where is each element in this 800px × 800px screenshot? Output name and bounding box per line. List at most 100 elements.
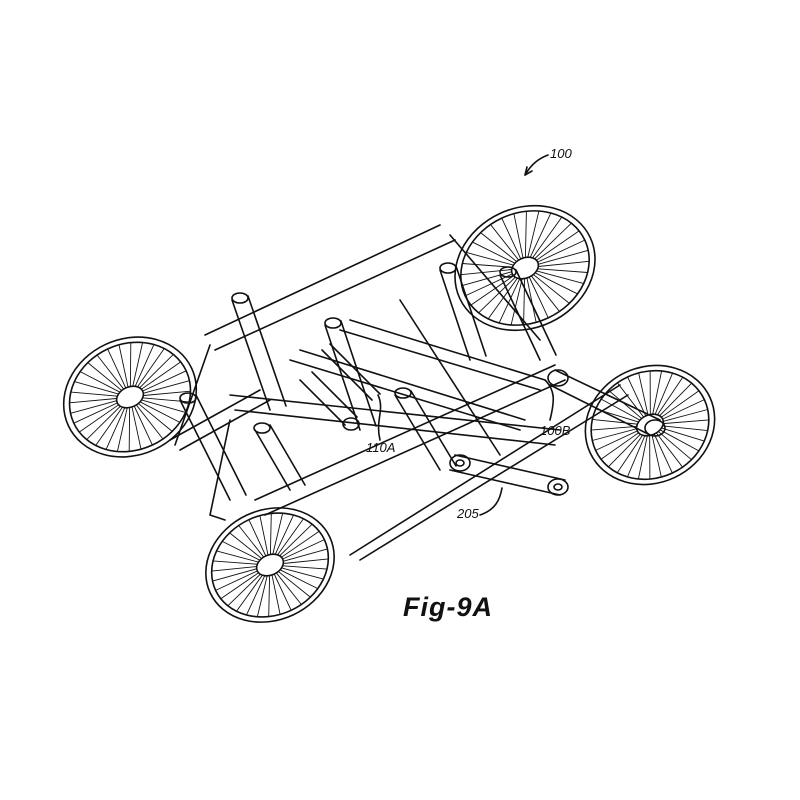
wheel-spoke — [461, 270, 516, 287]
wheel-spoke — [533, 269, 585, 284]
wheel-spoke — [471, 241, 518, 265]
wheel-spoke — [73, 400, 122, 424]
wheel-spoke — [464, 271, 517, 297]
wheel-spoke — [137, 361, 182, 392]
wheel-spoke — [79, 371, 123, 394]
wheel-spoke — [272, 571, 292, 611]
wheel-spoke — [276, 523, 313, 559]
wheel-spoke — [595, 428, 642, 451]
wheel-spoke — [478, 274, 519, 314]
wheel-spoke — [501, 217, 523, 262]
wheel-spoke — [590, 425, 641, 431]
wheel-spoke — [651, 432, 662, 478]
wheel-spoke — [627, 376, 648, 419]
wheel-spoke — [533, 239, 586, 265]
wheels — [62, 204, 716, 623]
label-100b: 100B — [540, 423, 571, 438]
wheel-spoke — [659, 409, 709, 423]
wheel-spoke — [139, 380, 190, 395]
wheel-spoke — [652, 431, 673, 474]
wheel-spoke — [134, 402, 164, 440]
wheel-spoke — [137, 400, 181, 423]
wheel-spoke — [277, 530, 320, 560]
wheel-spoke — [278, 539, 325, 562]
wheel-spoke — [470, 273, 518, 306]
wheel-spoke — [70, 391, 122, 397]
wheel-spoke — [269, 512, 272, 558]
wheel-spoke — [131, 404, 142, 450]
wheel-spoke — [256, 572, 269, 618]
wheel-spoke — [275, 518, 304, 558]
wheel-spoke — [212, 567, 261, 582]
wheel-spoke — [534, 249, 589, 266]
label-110a: 110A — [366, 440, 396, 455]
wheel-spoke — [638, 372, 649, 418]
frame — [169, 154, 666, 561]
wheel-spoke — [271, 572, 281, 615]
wheel-spoke — [534, 260, 590, 268]
wheel-spoke — [658, 425, 709, 432]
wheel-spoke — [236, 572, 265, 612]
wheel-spoke — [268, 572, 271, 618]
wheel-spoke — [86, 403, 124, 441]
wheel-spoke — [276, 569, 311, 598]
wheel — [62, 336, 198, 458]
wheel-spoke — [87, 362, 124, 393]
wheel-spoke — [138, 398, 187, 413]
wheel-spoke — [105, 404, 127, 450]
wheel-spoke — [215, 568, 262, 591]
wheel-spoke — [532, 271, 579, 295]
wheel-spoke — [591, 427, 641, 441]
wheel-spoke — [529, 273, 560, 312]
wheel-spoke — [221, 540, 263, 562]
wheel-spoke — [133, 344, 155, 390]
wheel-spoke — [70, 399, 121, 414]
wheel-spoke — [131, 342, 144, 390]
wheel-spoke — [654, 430, 684, 468]
wheel-spoke — [657, 428, 700, 452]
wheel-spoke — [132, 403, 153, 446]
wheel-spoke — [116, 404, 129, 452]
wheel-spoke — [128, 404, 131, 452]
wheel-spoke — [227, 571, 264, 607]
label-100: 100 — [550, 146, 572, 161]
wheel-spoke — [531, 222, 572, 262]
wheel-spoke — [526, 210, 540, 261]
wheel-spoke — [238, 525, 266, 560]
wheel-spoke — [591, 418, 642, 425]
wheel-spoke — [465, 252, 517, 267]
wheel-spoke — [655, 376, 684, 418]
wheel-hub — [115, 385, 145, 409]
wheel — [584, 364, 716, 486]
wheel-spoke — [527, 274, 549, 319]
wheel-spoke — [656, 382, 693, 419]
wheel-spoke — [657, 390, 700, 420]
wheel-hub — [255, 553, 285, 577]
wheel-spoke — [78, 402, 123, 433]
wheel-spoke — [658, 399, 705, 422]
wheel-spoke — [136, 353, 174, 391]
wheel-spoke — [531, 272, 570, 304]
wheel-spoke — [656, 429, 692, 461]
wheel-spoke — [138, 370, 187, 394]
figure-caption: Fig-9A — [403, 592, 493, 622]
wheel-spoke — [616, 382, 646, 420]
label-205: 205 — [457, 506, 479, 521]
wheel-spoke — [659, 419, 710, 425]
wheel-spoke — [649, 370, 651, 418]
wheel-spoke — [259, 515, 269, 558]
wheel-spoke — [498, 275, 522, 324]
wheel-spoke — [480, 232, 519, 264]
wheel-spoke — [616, 432, 645, 474]
wheel-spoke — [278, 566, 324, 580]
wheel-spoke — [600, 430, 643, 460]
wheel-spoke — [278, 565, 328, 570]
wheel-spoke — [73, 381, 122, 396]
wheel-spoke — [533, 268, 589, 273]
wheel-spoke — [490, 224, 521, 263]
wheel-spoke — [279, 548, 328, 563]
wheel-spoke — [135, 348, 165, 390]
wheel-spoke — [460, 268, 516, 276]
